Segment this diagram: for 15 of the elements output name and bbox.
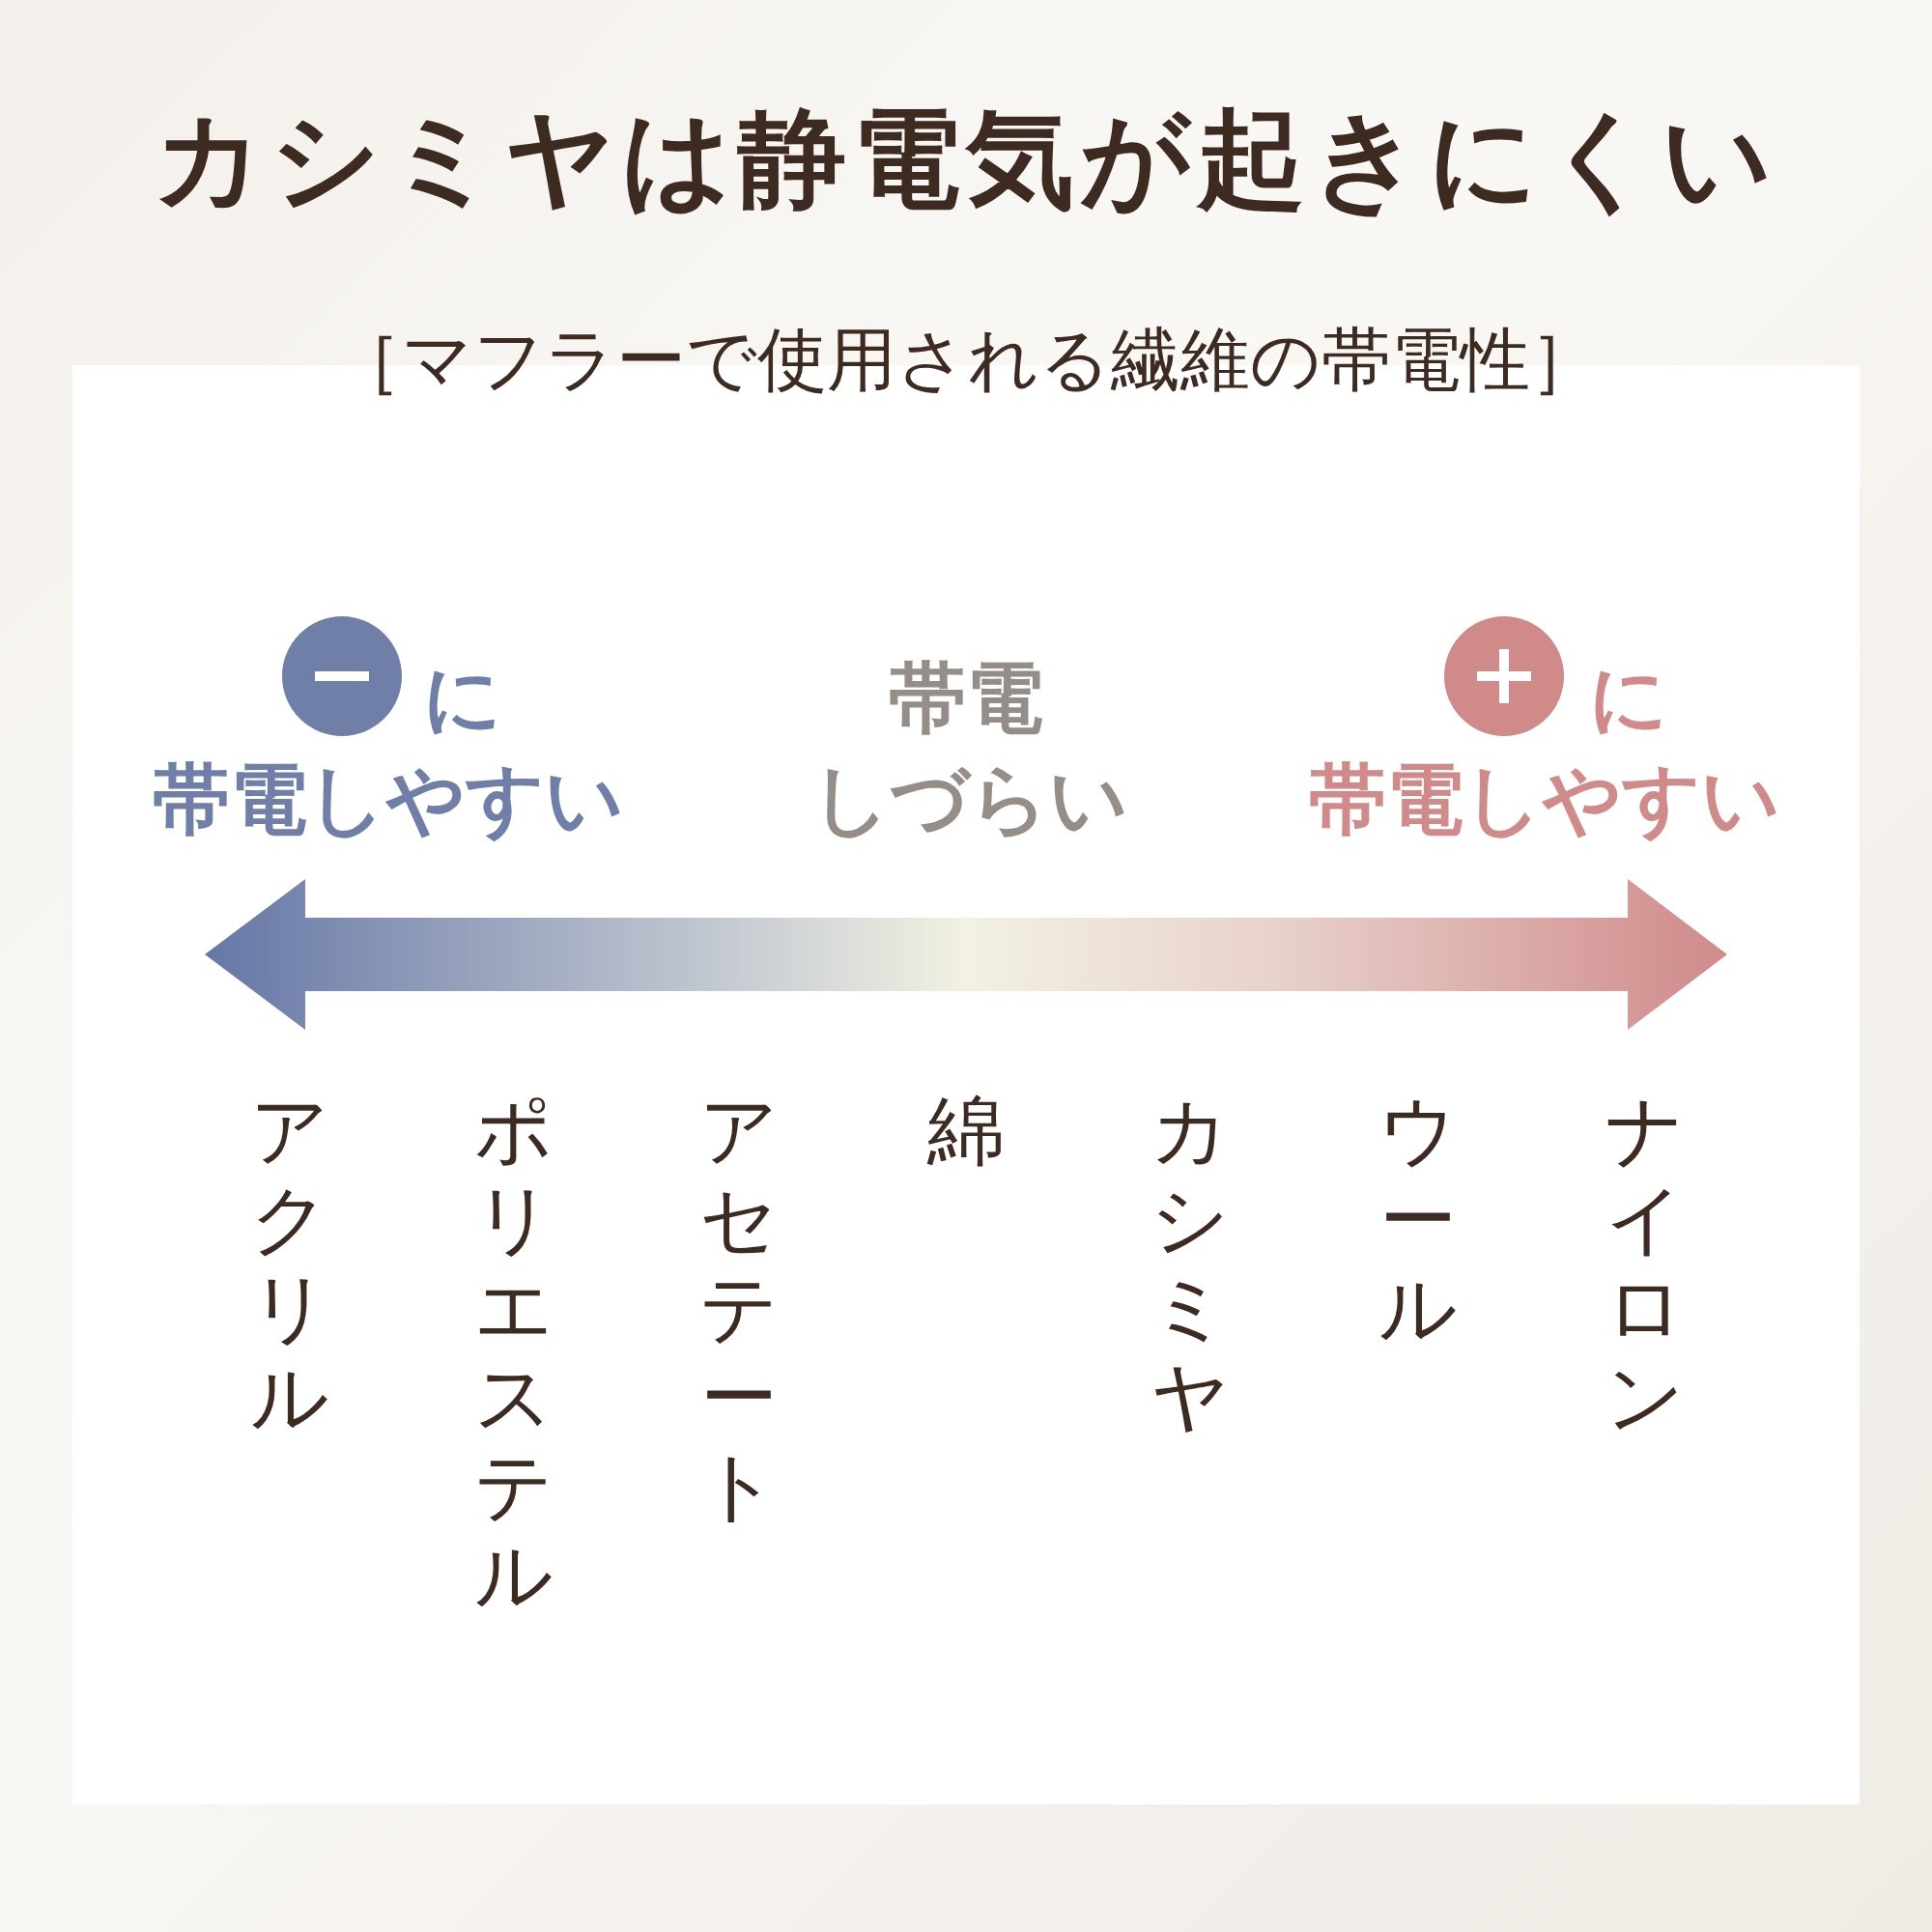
fiber-name: ウール [1378, 1087, 1459, 1353]
fiber-name: カシミヤ [1150, 1087, 1231, 1442]
axis-heading: 帯電しやすい [153, 753, 624, 846]
axis-heading: 帯電しやすい [1309, 753, 1780, 846]
fiber-name: ナイロン [1605, 1087, 1686, 1442]
subtitle: ［マフラーで使用される繊維の帯電性］ [331, 318, 1601, 402]
fiber-name: アクリル [249, 1087, 330, 1442]
axis-heading: しづらい [811, 753, 1128, 846]
fiber-name: 綿 [925, 1087, 1006, 1176]
axis-heading: に [423, 652, 502, 745]
axis-heading: 帯電 [889, 652, 1043, 745]
fiber-name: ポリエステル [473, 1087, 554, 1620]
axis-heading: に [1589, 652, 1668, 745]
title: カシミヤは静電気が起きにくい [153, 94, 1779, 223]
fiber-name: アセテート [698, 1087, 780, 1531]
